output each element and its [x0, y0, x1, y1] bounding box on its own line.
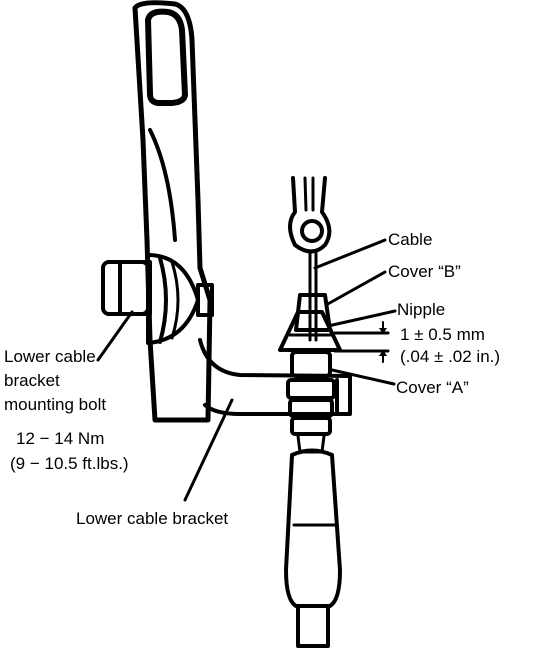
leader-lower-bracket — [183, 398, 234, 502]
label-cover-b: Cover “B” — [388, 262, 461, 281]
label-cover-a: Cover “A” — [396, 378, 469, 397]
label-bolt-line3: mounting bolt — [4, 395, 106, 414]
cover-a — [286, 350, 336, 454]
cable-clevis — [288, 176, 332, 254]
label-lower-bracket: Lower cable bracket — [76, 509, 228, 528]
leader-cover-a — [330, 368, 396, 386]
label-cable: Cable — [388, 230, 432, 249]
leader-cover-b — [324, 270, 387, 307]
label-torque-nm: 12 − 14 Nm — [16, 429, 104, 448]
label-clearance-mm: 1 ± 0.5 mm — [400, 325, 485, 344]
label-torque-ftlbs: (9 − 10.5 ft.lbs.) — [10, 454, 129, 473]
label-bolt-line2: bracket — [4, 371, 60, 390]
pedal-arm — [132, 0, 213, 423]
labels: Cable Cover “B” Nipple 1 ± 0.5 mm (.04 ±… — [4, 230, 500, 528]
leader-lines — [96, 238, 397, 502]
clearance-dimension — [333, 321, 390, 363]
cable-housing — [284, 448, 342, 648]
label-nipple: Nipple — [397, 300, 445, 319]
leader-bolt — [96, 310, 134, 362]
lower-cable-bracket — [198, 338, 352, 416]
leader-cable — [313, 238, 387, 270]
mounting-bolt — [101, 253, 214, 345]
leader-nipple — [326, 309, 397, 328]
label-clearance-in: (.04 ± .02 in.) — [400, 347, 500, 366]
label-bolt-line1: Lower cable — [4, 347, 96, 366]
